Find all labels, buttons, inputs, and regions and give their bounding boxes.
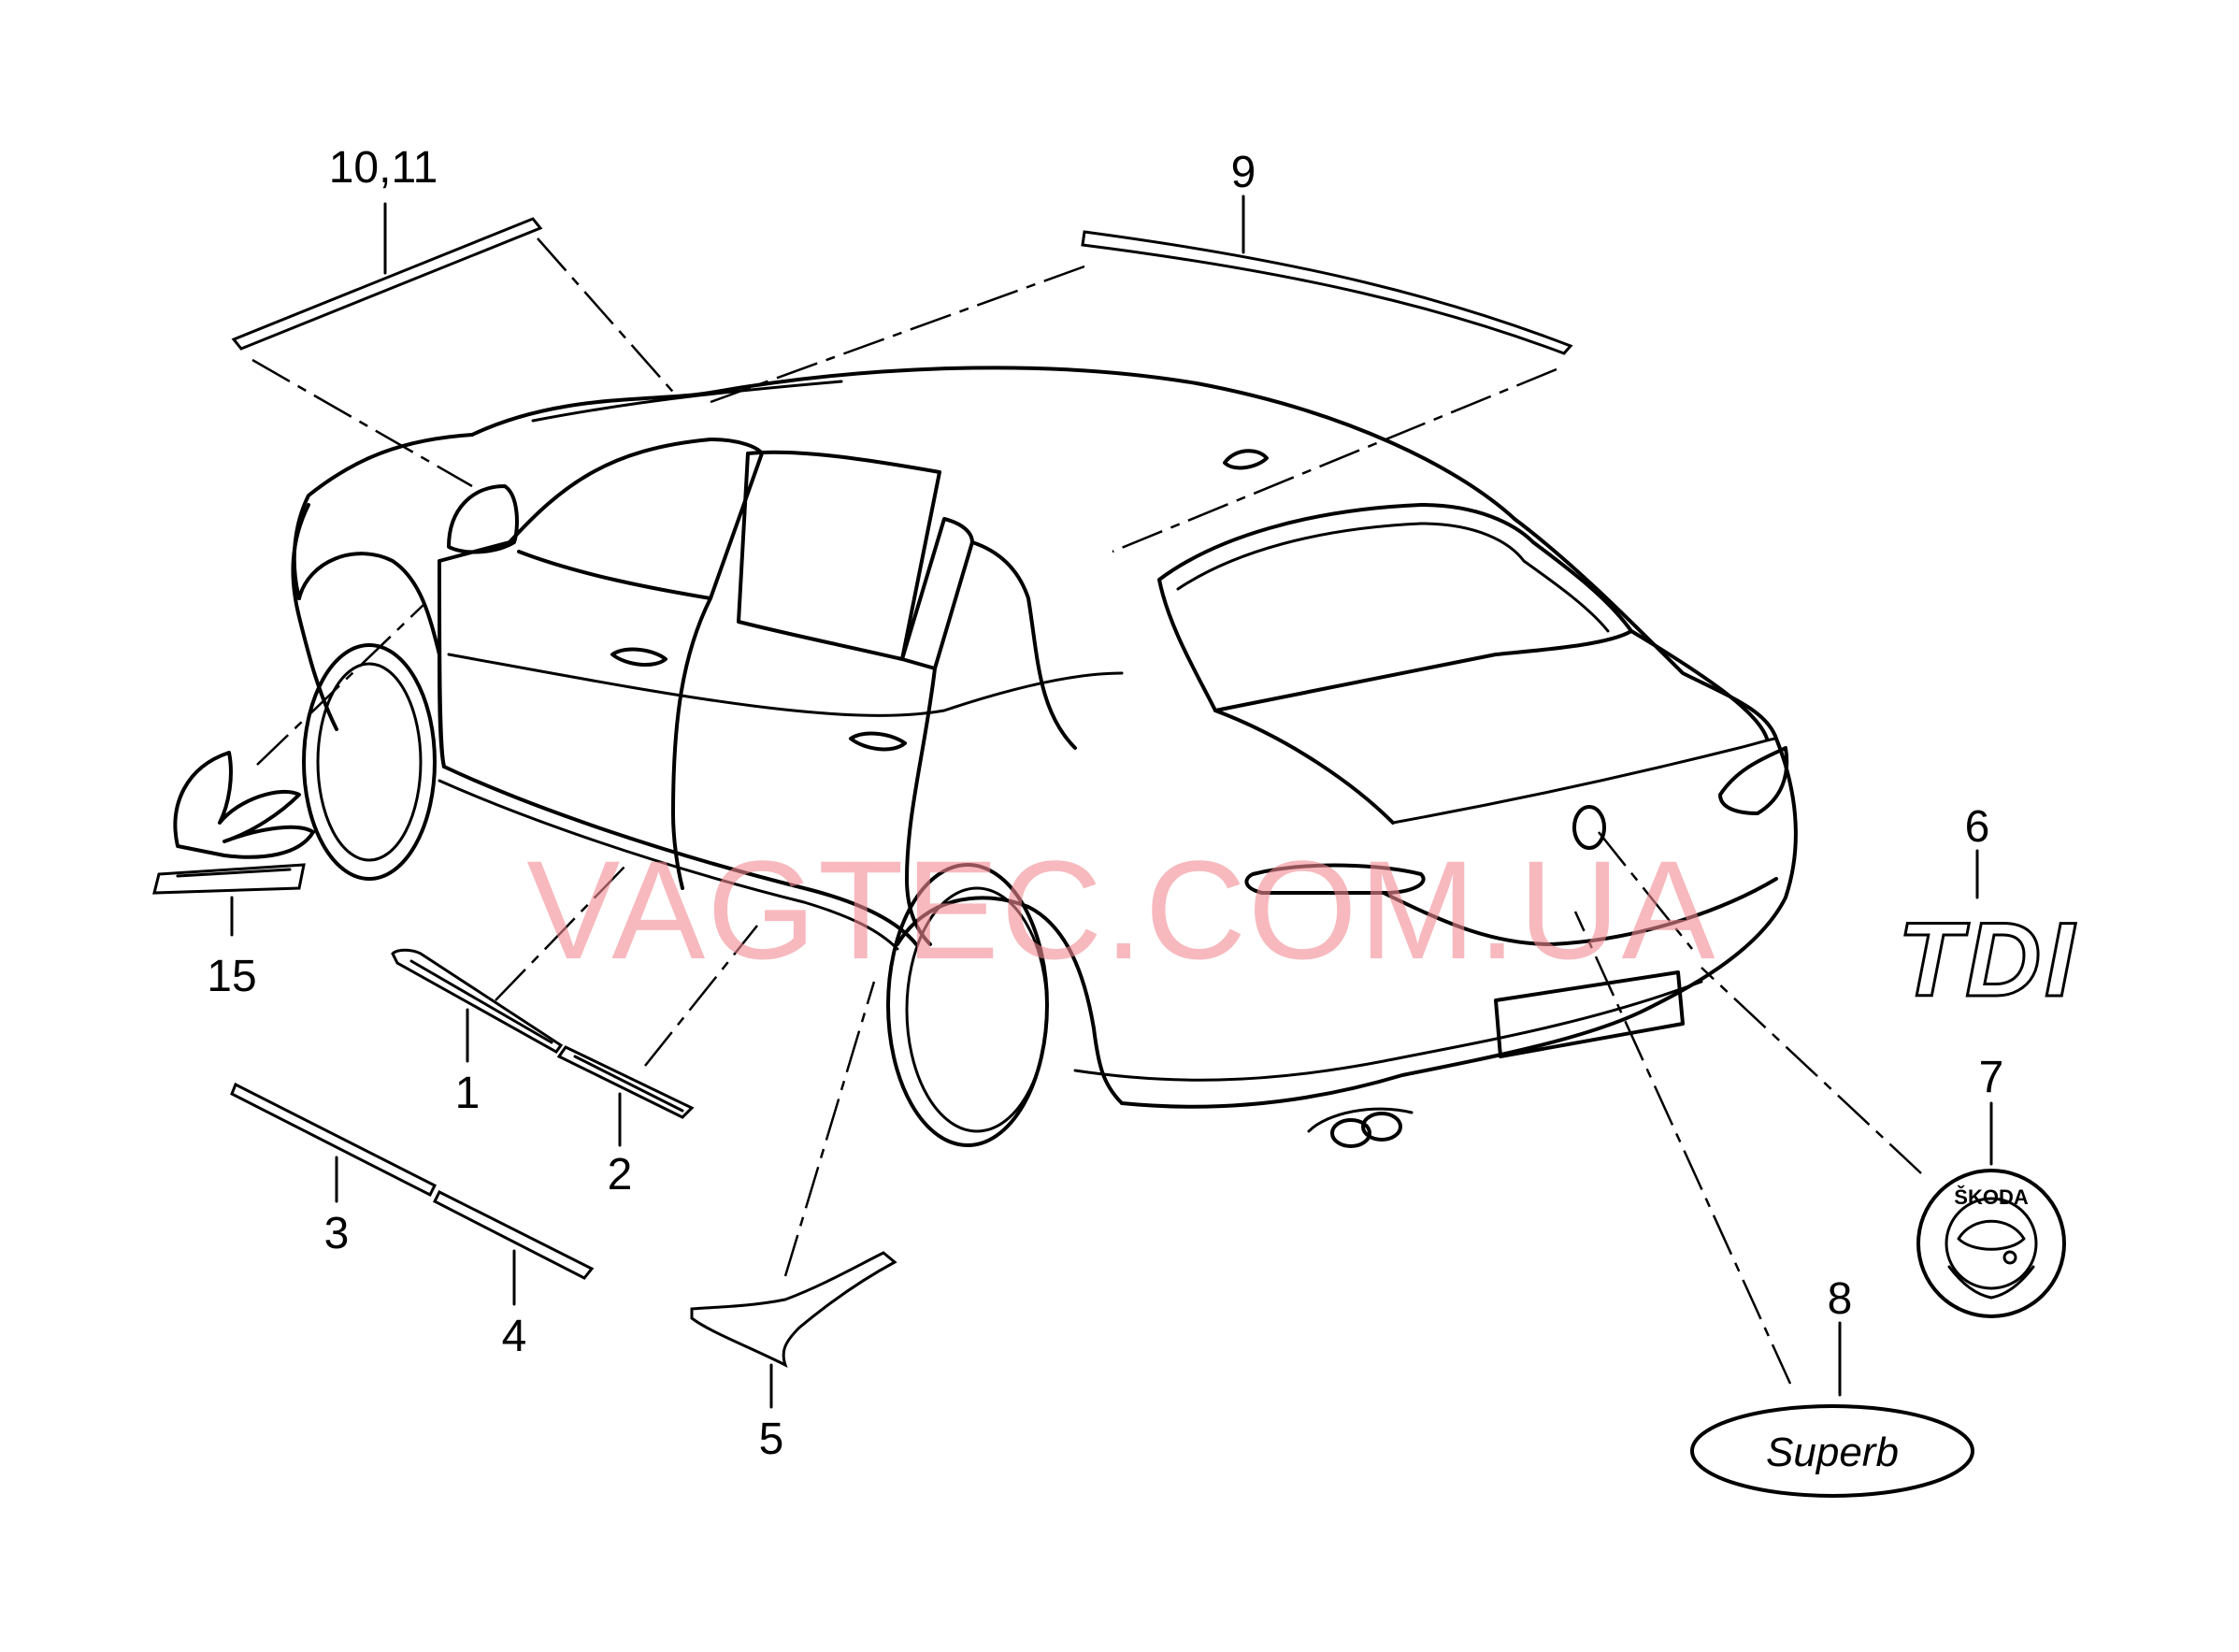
skoda-logo-badge: ŠKODA	[1916, 1169, 2066, 1318]
superb-badge: Superb	[1690, 1404, 1974, 1498]
part-label-2: 2	[608, 1150, 633, 1199]
skoda-logo-text: ŠKODA	[1954, 1185, 2029, 1209]
molding-strip-10-11	[231, 217, 543, 351]
part-label-10-11: 10,11	[329, 143, 438, 193]
part-labels: 10,11 9 15 1 2 3 4 5 6 7 8	[207, 143, 2003, 1464]
part-label-8: 8	[1828, 1274, 1853, 1324]
trim-strip-4	[432, 1189, 595, 1280]
leader-lines	[251, 237, 1922, 1385]
car-body-outline	[291, 366, 1798, 1148]
roof-molding-strip-9	[1081, 230, 1573, 355]
superb-badge-text: Superb	[1766, 1429, 1899, 1475]
part-label-3: 3	[324, 1209, 350, 1258]
part-label-7: 7	[1979, 1053, 2004, 1102]
emblem-15	[152, 751, 315, 895]
part-label-5: 5	[759, 1415, 784, 1464]
part-label-1: 1	[455, 1069, 481, 1118]
tdi-badge: TDI	[1897, 900, 2077, 1020]
trim-piece-5	[690, 1251, 897, 1368]
part-label-6: 6	[1965, 802, 1990, 852]
part-label-15: 15	[207, 952, 256, 1001]
trim-strip-3	[230, 1082, 438, 1198]
part-label-9: 9	[1231, 148, 1256, 197]
watermark-text: VAGTEC.COM.UA	[526, 831, 1716, 988]
part-label-4: 4	[502, 1312, 527, 1361]
tdi-badge-text: TDI	[1898, 901, 2077, 1018]
